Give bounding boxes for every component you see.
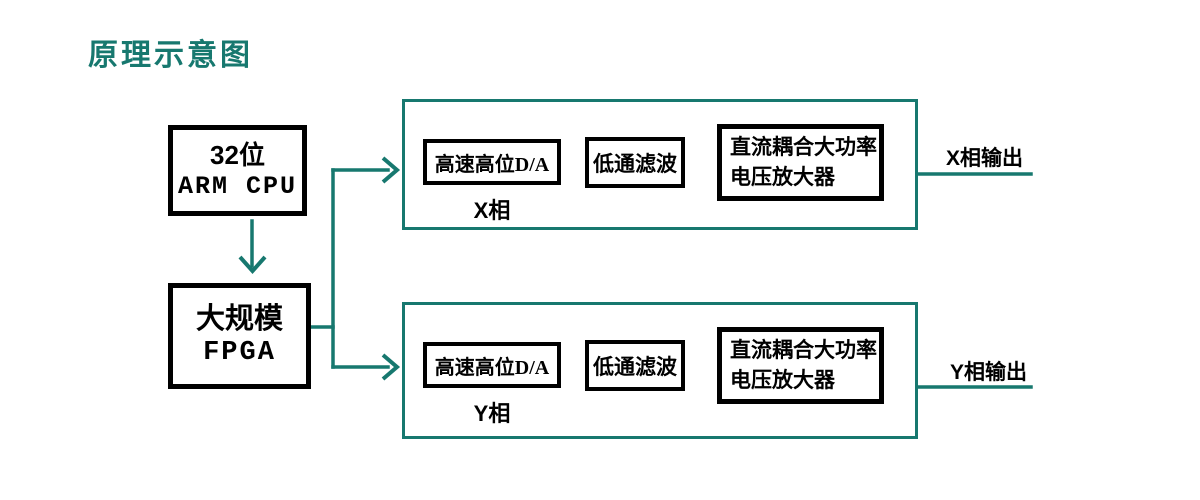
x-amplifier-line1: 直流耦合大功率 <box>730 135 877 160</box>
arrowhead-right-y-icon <box>381 353 401 381</box>
y-channel-box: 高速高位D/A 低通滤波 直流耦合大功率 电压放大器 Y相 <box>402 302 918 439</box>
y-amplifier-line1: 直流耦合大功率 <box>730 338 877 363</box>
x-output-label: X相输出 <box>946 147 1024 170</box>
x-amplifier-line2: 电压放大器 <box>730 164 835 189</box>
y-dac-block: 高速高位D/A <box>423 342 561 388</box>
cpu-block: 32位 ARM CPU <box>168 125 307 216</box>
x-amplifier-block: 直流耦合大功率 电压放大器 <box>717 124 884 201</box>
arrowhead-right-x-icon <box>381 156 401 184</box>
fpga-block-line1: 大规模 <box>195 303 283 335</box>
x-channel-box: 高速高位D/A 低通滤波 直流耦合大功率 电压放大器 X相 <box>402 99 918 230</box>
x-lowpass-filter-label: 低通滤波 <box>593 151 677 176</box>
cpu-block-line1: 32位 <box>210 139 265 170</box>
y-amplifier-block: 直流耦合大功率 电压放大器 <box>717 327 884 404</box>
y-amplifier-line2: 电压放大器 <box>730 367 835 392</box>
cpu-block-line2: ARM CPU <box>177 172 298 202</box>
y-dac-label: 高速高位D/A <box>434 356 550 379</box>
y-phase-label: Y相 <box>473 401 511 426</box>
x-dac-label: 高速高位D/A <box>434 153 550 176</box>
page-title: 原理示意图 <box>88 39 253 72</box>
x-dac-block: 高速高位D/A <box>423 139 561 185</box>
y-output-label: Y相输出 <box>950 361 1028 384</box>
fpga-block-line2: FPGA <box>203 338 276 369</box>
x-lowpass-filter-block: 低通滤波 <box>585 137 685 188</box>
y-lowpass-filter-block: 低通滤波 <box>585 340 685 391</box>
x-phase-label: X相 <box>473 198 511 223</box>
y-lowpass-filter-label: 低通滤波 <box>593 354 677 379</box>
arrowhead-down-icon <box>238 255 267 275</box>
fpga-block: 大规模 FPGA <box>168 283 311 389</box>
